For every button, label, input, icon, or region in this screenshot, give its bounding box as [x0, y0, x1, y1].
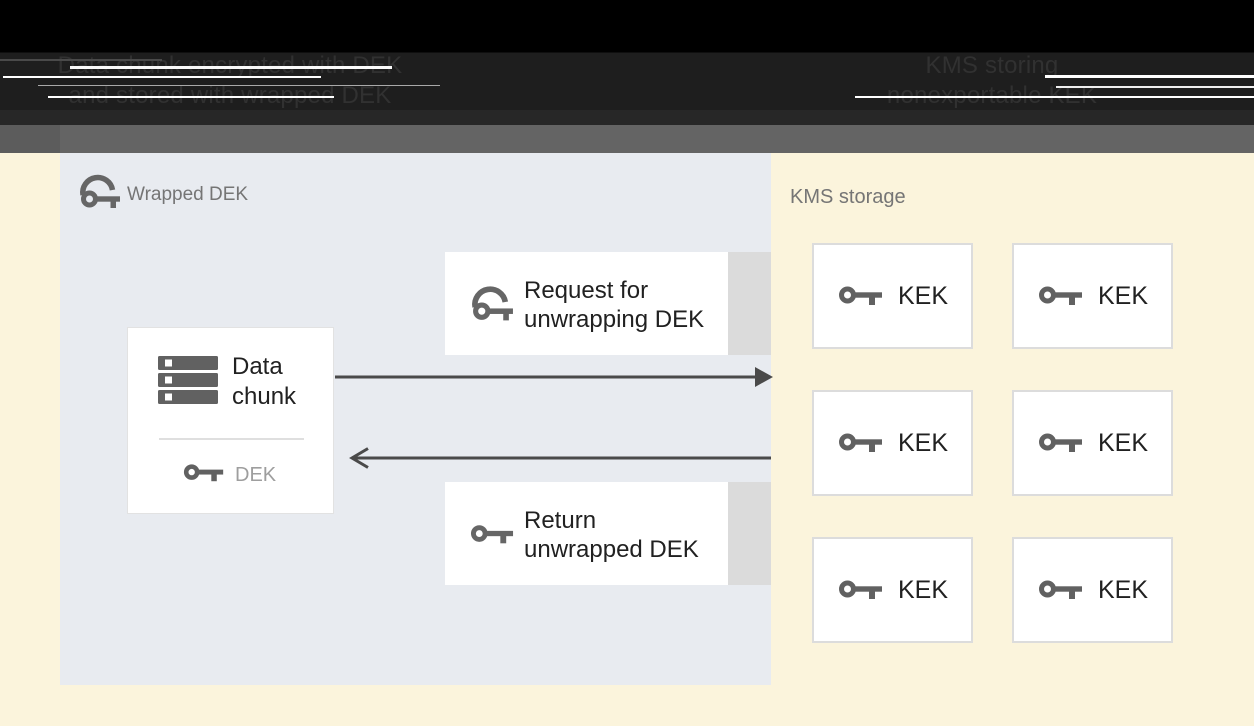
- return-text-line: Return: [524, 507, 597, 534]
- kms-storage-label: KMS storage: [790, 186, 906, 208]
- key-icon: [838, 580, 882, 599]
- render-artifact-streak: [48, 96, 334, 98]
- render-artifact-streak: [0, 59, 162, 61]
- render-artifact-streak: [3, 76, 321, 78]
- caption-line: KMS storing: [925, 52, 1059, 79]
- kek-label: KEK: [1097, 428, 1149, 457]
- kek-label: KEK: [897, 575, 949, 604]
- return-unwrapped-text: Return unwrapped DEK: [524, 506, 699, 564]
- header-gray-bar-segment: [0, 125, 60, 153]
- caption-data-chunk: Data chunk encrypted with DEK and stored…: [55, 51, 405, 111]
- kek-label: KEK: [897, 281, 949, 310]
- kek-box: KEK: [1012, 537, 1173, 643]
- render-artifact-streak: [70, 66, 392, 69]
- data-chunk-title-line: Data: [232, 353, 283, 380]
- caption-kms: KMS storing nonexportable KEK: [817, 51, 1167, 111]
- key-icon: [1038, 286, 1082, 305]
- data-chunk-box: Data chunk DEK: [127, 327, 334, 514]
- kek-label: KEK: [897, 428, 949, 457]
- return-text-line: unwrapped DEK: [524, 536, 699, 563]
- kek-box: KEK: [812, 390, 973, 496]
- key-icon: [838, 286, 882, 305]
- key-icon: [1038, 433, 1082, 452]
- kek-box: KEK: [812, 243, 973, 349]
- kek-label: KEK: [1097, 281, 1149, 310]
- render-artifact-streak: [855, 96, 1254, 98]
- kek-box: KEK: [1012, 243, 1173, 349]
- return-box-gray-strip: [728, 482, 771, 585]
- wrapped-key-icon: [80, 174, 120, 208]
- request-box-gray-strip: [728, 252, 771, 355]
- wrapped-key-icon: [472, 286, 513, 321]
- request-text-line: unwrapping DEK: [524, 306, 705, 333]
- header-gray-bar: [0, 125, 1254, 153]
- render-artifact-streak: [1056, 86, 1254, 88]
- key-icon: [183, 464, 224, 482]
- key-icon: [838, 433, 882, 452]
- render-artifact-streak: [1045, 75, 1254, 78]
- kek-label: KEK: [1097, 575, 1149, 604]
- caption-line: and stored with wrapped DEK: [68, 82, 392, 109]
- render-artifact-streak: [38, 85, 440, 86]
- request-unwrap-text: Request for unwrapping DEK: [524, 276, 704, 334]
- key-icon: [1038, 580, 1082, 599]
- caption-line: Data chunk encrypted with DEK: [55, 51, 405, 81]
- data-chunk-title: Data chunk: [232, 352, 296, 412]
- kek-box: KEK: [1012, 390, 1173, 496]
- dek-label: DEK: [235, 464, 277, 486]
- request-unwrap-box: Request for unwrapping DEK: [445, 252, 729, 355]
- storage-stack-icon: [158, 356, 218, 404]
- return-unwrapped-box: Return unwrapped DEK: [445, 482, 729, 585]
- data-chunk-title-line: chunk: [232, 383, 297, 410]
- request-text-line: Request for: [524, 277, 649, 304]
- divider: [159, 438, 304, 440]
- wrapped-dek-panel-label: Wrapped DEK: [127, 184, 249, 205]
- header-dark-banner: Data chunk encrypted with DEK and stored…: [0, 0, 1254, 125]
- kek-grid: KEK KEK KEK KEK: [812, 243, 1173, 644]
- kek-box: KEK: [812, 537, 973, 643]
- key-icon: [470, 525, 514, 544]
